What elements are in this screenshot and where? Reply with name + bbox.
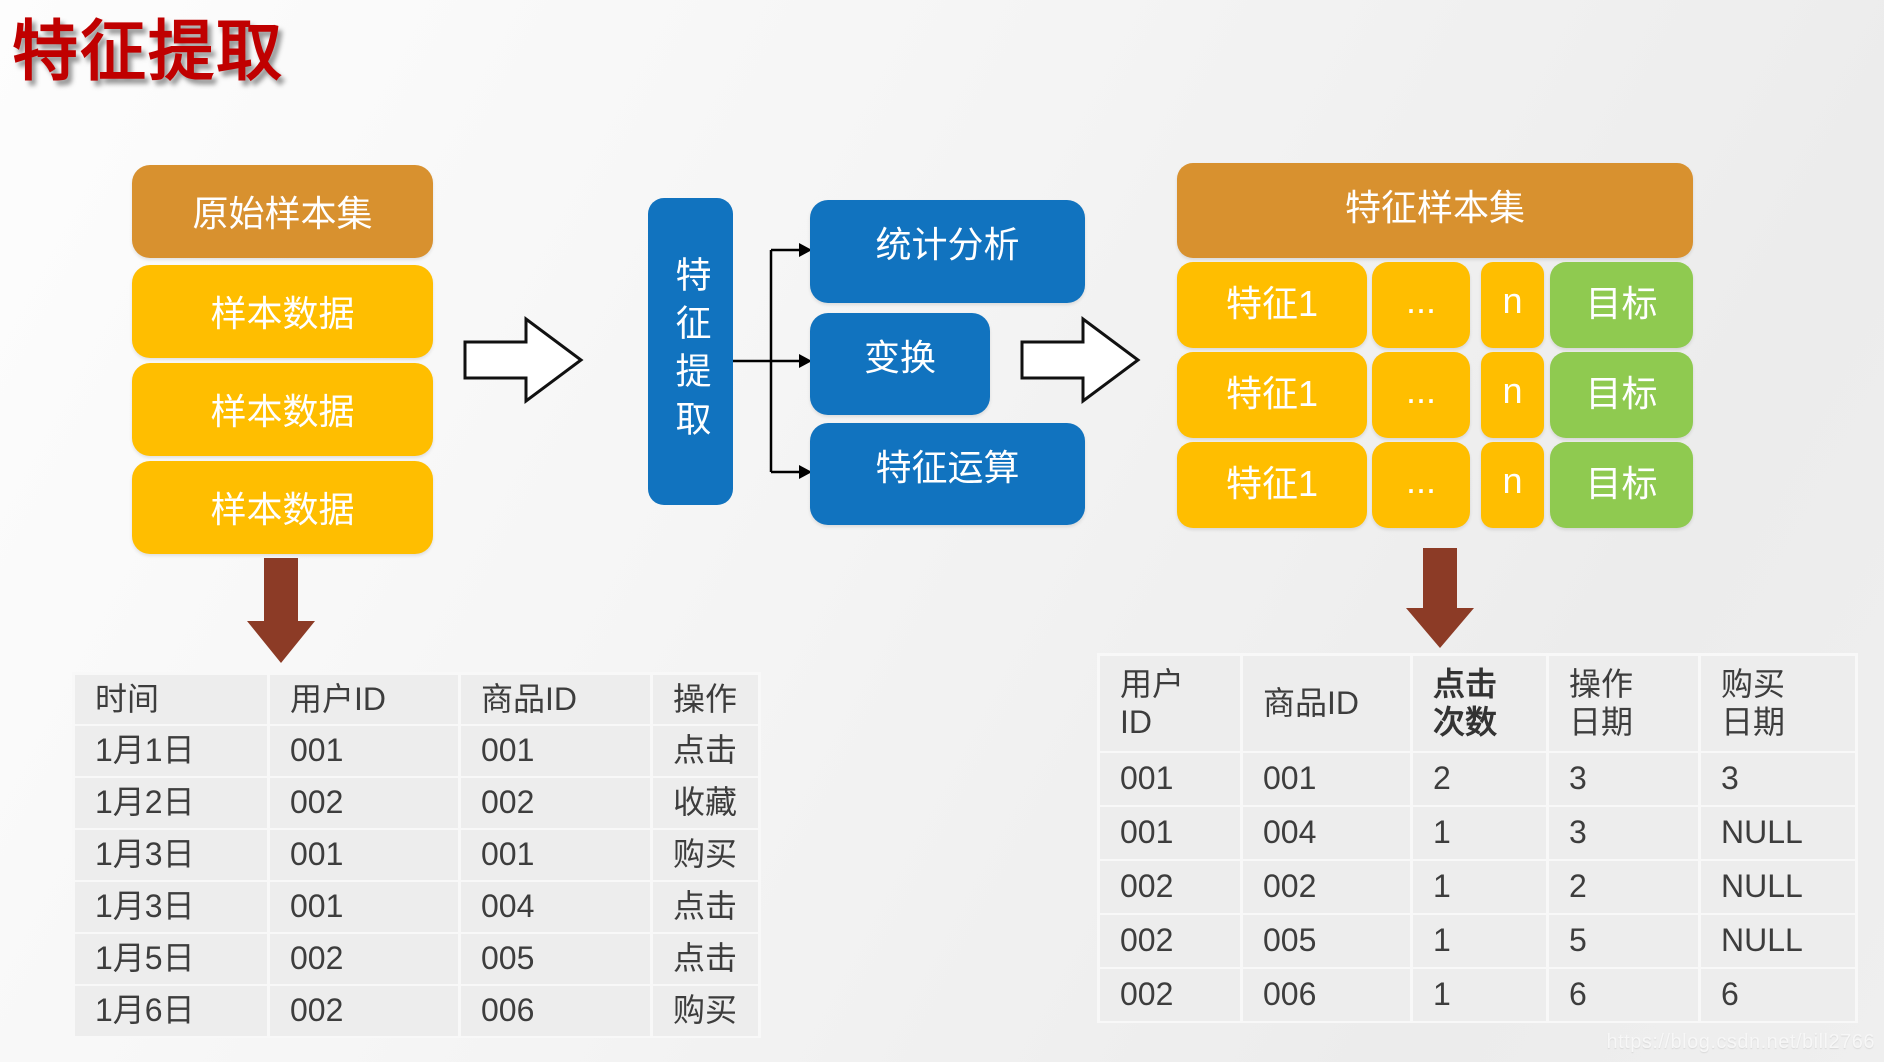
table-cell: 2 — [1413, 753, 1549, 807]
table-cell: 002 — [270, 986, 461, 1038]
sample-data-box: 样本数据 — [132, 265, 433, 358]
right-block-arrow-icon — [463, 316, 584, 404]
feature-cell: 特征1 — [1177, 352, 1367, 438]
table-cell: 5 — [1549, 915, 1701, 969]
table-cell: 1 — [1413, 969, 1549, 1023]
table-cell: 6 — [1701, 969, 1858, 1023]
watermark: https://blog.csdn.net/bill2766 — [1606, 1031, 1875, 1053]
table-cell: 点击 — [653, 934, 761, 986]
table-cell: NULL — [1701, 915, 1858, 969]
table-cell: 购买 — [653, 986, 761, 1038]
target-cell: 目标 — [1550, 262, 1693, 348]
column-header: 操作 — [653, 675, 761, 726]
feature-cell: 特征1 — [1177, 262, 1367, 348]
original-sample-set-box: 原始样本集 — [132, 165, 433, 258]
table-cell: 点击 — [653, 882, 761, 934]
table-cell: 2 — [1549, 861, 1701, 915]
column-header: 购买 日期 — [1701, 656, 1858, 753]
table-cell: 001 — [1243, 753, 1413, 807]
table-cell: 001 — [270, 882, 461, 934]
column-header: 用户ID — [270, 675, 461, 726]
table-cell: 1月3日 — [75, 882, 270, 934]
table-cell: 3 — [1549, 807, 1701, 861]
column-header: 操作 日期 — [1549, 656, 1701, 753]
table-cell: 1 — [1413, 861, 1549, 915]
n-cell: n — [1481, 352, 1544, 438]
column-header: 点击 次数 — [1413, 656, 1549, 753]
feature-operation-box: 特征运算 — [810, 423, 1085, 525]
table-cell: 002 — [461, 778, 653, 830]
column-header: 商品ID — [1243, 656, 1413, 753]
ellipsis-cell: ... — [1372, 262, 1470, 348]
table-cell: 1月5日 — [75, 934, 270, 986]
ellipsis-cell: ... — [1372, 442, 1470, 528]
table-cell: NULL — [1701, 861, 1858, 915]
table-cell: 3 — [1549, 753, 1701, 807]
table-cell: 1月2日 — [75, 778, 270, 830]
right-block-arrow-icon — [1020, 316, 1141, 404]
table-cell: 001 — [270, 830, 461, 882]
table-cell: 004 — [1243, 807, 1413, 861]
table-cell: 002 — [270, 778, 461, 830]
feature-extraction-process-box: 特征提取 — [648, 198, 733, 505]
table-cell: 002 — [270, 934, 461, 986]
table-cell: 006 — [461, 986, 653, 1038]
column-header: 商品ID — [461, 675, 653, 726]
target-cell: 目标 — [1550, 442, 1693, 528]
table-cell: 1月6日 — [75, 986, 270, 1038]
table-cell: 005 — [461, 934, 653, 986]
page-title: 特征提取 — [12, 14, 284, 88]
target-cell: 目标 — [1550, 352, 1693, 438]
statistical-analysis-box: 统计分析 — [810, 200, 1085, 303]
table-cell: 1 — [1413, 807, 1549, 861]
table-cell: 001 — [1100, 807, 1243, 861]
table-cell: 002 — [1243, 861, 1413, 915]
table-cell: 002 — [1100, 969, 1243, 1023]
column-header: 用户 ID — [1100, 656, 1243, 753]
feature-sample-set-box: 特征样本集 — [1177, 163, 1693, 258]
table-cell: 1月1日 — [75, 726, 270, 778]
table-cell: 收藏 — [653, 778, 761, 830]
sample-data-box: 样本数据 — [132, 363, 433, 456]
table-cell: 点击 — [653, 726, 761, 778]
table-cell: NULL — [1701, 807, 1858, 861]
transform-box: 变换 — [810, 313, 990, 415]
feature-extraction-label: 特征提取 — [670, 255, 712, 448]
table-cell: 6 — [1549, 969, 1701, 1023]
branch-connector-lines — [733, 243, 812, 479]
down-arrow-icon — [247, 558, 315, 663]
table-cell: 购买 — [653, 830, 761, 882]
feature-cell: 特征1 — [1177, 442, 1367, 528]
table-cell: 002 — [1100, 915, 1243, 969]
table-cell: 006 — [1243, 969, 1413, 1023]
column-header: 时间 — [75, 675, 270, 726]
table-cell: 1月3日 — [75, 830, 270, 882]
n-cell: n — [1481, 262, 1544, 348]
table-cell: 1 — [1413, 915, 1549, 969]
table-cell: 002 — [1100, 861, 1243, 915]
n-cell: n — [1481, 442, 1544, 528]
down-arrow-icon — [1406, 548, 1474, 648]
table-cell: 001 — [461, 726, 653, 778]
table-cell: 3 — [1701, 753, 1858, 807]
ellipsis-cell: ... — [1372, 352, 1470, 438]
table-cell: 001 — [461, 830, 653, 882]
table-cell: 005 — [1243, 915, 1413, 969]
sample-data-box: 样本数据 — [132, 461, 433, 554]
table-cell: 001 — [270, 726, 461, 778]
table-cell: 001 — [1100, 753, 1243, 807]
table-cell: 004 — [461, 882, 653, 934]
